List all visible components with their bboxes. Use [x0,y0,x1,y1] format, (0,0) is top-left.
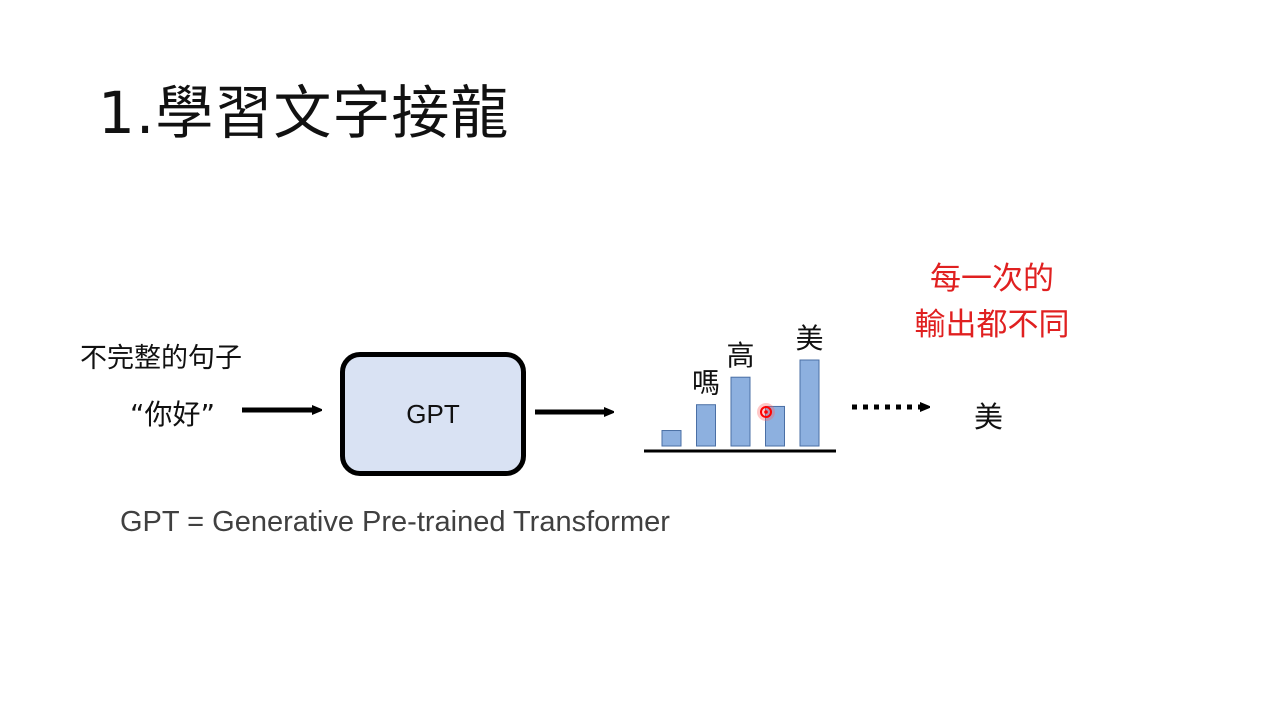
input-text: “你好” [130,398,216,431]
prob-bar-label-1: 嗎 [692,367,720,400]
laser-pointer [757,403,775,421]
probability-bar-chart: 嗎高 美 [661,322,824,447]
gpt-definition-footnote: GPT = Generative Pre-trained Transformer [120,506,670,538]
slide-title: 1.學習文字接龍 [98,79,510,147]
note-line-2: 輸出都不同 [914,307,1070,343]
gpt-model-label: GPT [406,398,460,429]
note-line-1: 每一次的 [930,261,1054,297]
prob-bar-label-4: 美 [795,322,823,355]
prob-bar-4 [799,359,820,447]
output-varies-note: 每一次的 輸出都不同 [898,256,1086,348]
prob-bar-1 [696,404,716,447]
prob-bar-3 [765,405,785,447]
prob-bar-label-2: 高 [726,339,754,372]
prob-bar-2 [730,376,751,447]
gpt-model-box: GPT [340,352,526,476]
prob-bar-0 [661,430,682,447]
input-caption: 不完整的句子 [80,343,242,374]
output-token: 美 [974,400,1004,434]
